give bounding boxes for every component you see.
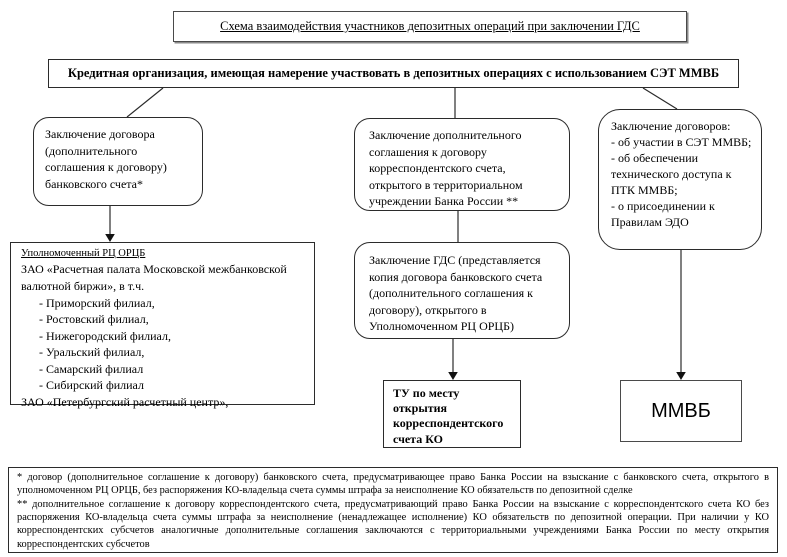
rcb-branch-item: - Нижегородский филиал,: [39, 328, 171, 343]
connector-root-to-left: [126, 87, 164, 118]
rcb-org-main: ЗАО «Расчетная палата Московской межбанк…: [21, 262, 287, 294]
diagram-title: Схема взаимодействия участников депозитн…: [220, 19, 640, 33]
arrowhead-micex: [676, 372, 686, 380]
root-node-credit-organization: Кредитная организация, имеющая намерение…: [48, 59, 739, 88]
rcb-heading: Уполномоченный РЦ ОРЦБ: [21, 248, 146, 259]
node-correspondent-account-agreement-label: Заключение дополнительного соглашения к …: [369, 128, 523, 209]
node-bank-account-agreement: Заключение договора (дополнительного сог…: [33, 117, 203, 206]
node-tu-correspondent-account: ТУ по месту открытия корреспондентского …: [383, 380, 521, 448]
node-gds-conclusion: Заключение ГДС (представляется копия дог…: [354, 242, 570, 339]
node-micex-label: ММВБ: [651, 399, 711, 422]
diagram-title-box: Схема взаимодействия участников депозитн…: [173, 11, 687, 42]
connector-root-to-right: [642, 87, 678, 110]
node-micex: ММВБ: [620, 380, 742, 442]
rcb-org-secondary: ЗАО «Петербургский расчетный центр»,: [21, 394, 229, 409]
footnote-single-asterisk: * договор (дополнительное соглашение к д…: [17, 472, 769, 497]
contracts-item: - о присоединении к Правилам ЭДО: [611, 199, 715, 230]
node-bank-account-agreement-label: Заключение договора (дополнительного сог…: [45, 127, 167, 191]
footnote-double-asterisk: ** дополнительное соглашение к договору …: [17, 498, 769, 550]
node-tu-label: ТУ по месту открытия корреспондентского …: [393, 386, 504, 446]
rcb-branch-item: - Уральский филиал,: [39, 345, 145, 360]
arrowhead-tu: [448, 372, 458, 380]
contracts-intro: Заключение договоров:: [611, 119, 731, 133]
footnotes-box: * договор (дополнительное соглашение к д…: [8, 467, 778, 553]
root-node-label: Кредитная организация, имеющая намерение…: [67, 66, 720, 80]
rcb-branch-item: - Сибирский филиал: [39, 378, 144, 393]
arrowhead-left: [105, 234, 115, 242]
node-correspondent-account-agreement: Заключение дополнительного соглашения к …: [354, 118, 570, 211]
rcb-branch-item: - Приморский филиал,: [39, 295, 155, 310]
contracts-item: - об обеспечении технического доступа к …: [611, 151, 732, 198]
contracts-item: - об участии в СЭТ ММВБ;: [611, 135, 752, 150]
node-contracts-conclusion: Заключение договоров: - об участии в СЭТ…: [598, 109, 762, 250]
rcb-branch-item: - Ростовский филиал,: [39, 312, 149, 327]
rcb-branch-item: - Самарский филиал: [39, 361, 144, 376]
node-authorized-rc-orcb: Уполномоченный РЦ ОРЦБ ЗАО «Расчетная па…: [10, 242, 315, 409]
node-gds-conclusion-label: Заключение ГДС (представляется копия дог…: [369, 253, 543, 334]
